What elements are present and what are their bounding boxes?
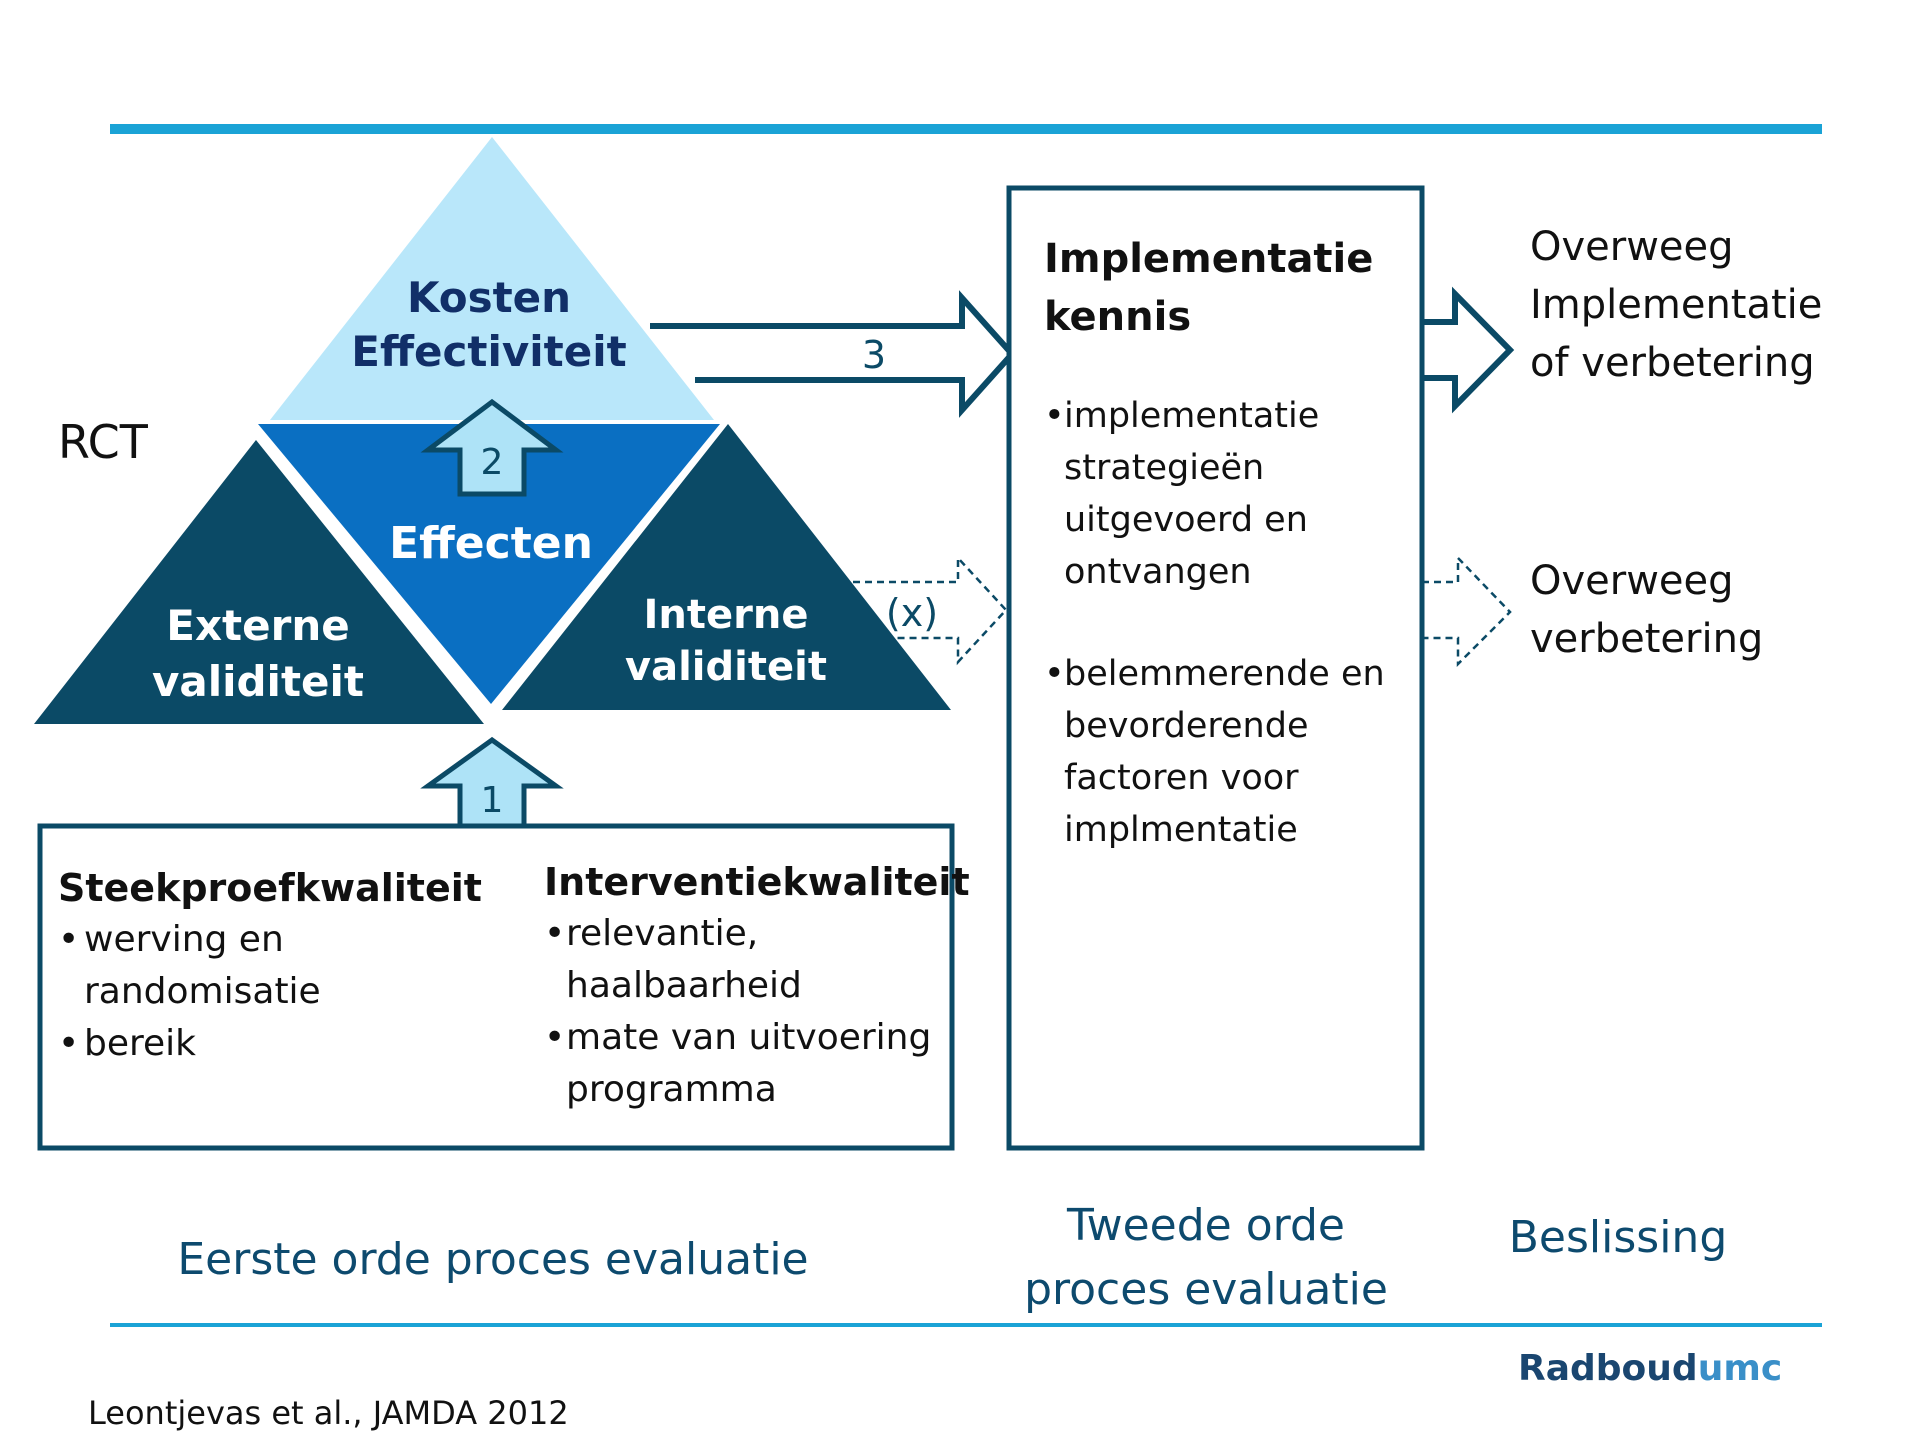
implementation-title-line: kennis <box>1044 294 1192 340</box>
sample-item-text: werving en randomisatie <box>84 919 321 1012</box>
intervention-quality-title: Interventiekwaliteit <box>544 860 970 904</box>
second-order-label-line1: Tweede orde <box>1066 1200 1345 1251</box>
sample-quality-block: Steekproefkwaliteit werving en randomisa… <box>58 862 528 1070</box>
first-order-label: Eerste orde proces evaluatie <box>177 1234 808 1285</box>
intervention-item: relevantie, haalbaarheid <box>544 908 948 1012</box>
second-order-label-line2: proces evaluatie <box>1024 1264 1388 1315</box>
top-label-line2: Effectiviteit <box>351 327 626 376</box>
right-label-line2: validiteit <box>625 644 827 690</box>
bottom-rule <box>110 1323 1822 1327</box>
top-label-line1: Kosten <box>407 273 571 322</box>
decision-label: Beslissing <box>1509 1212 1728 1263</box>
dashed-arrow-x-icon <box>853 554 1008 666</box>
center-label: Effecten <box>389 518 593 569</box>
decision-1-line3: of verbetering <box>1530 340 1815 386</box>
implementation-item-line: factoren voor <box>1064 758 1299 798</box>
implementation-item: implementatie strategieën uitgevoerd en … <box>1044 390 1414 598</box>
sample-item: werving en randomisatie <box>58 914 528 1018</box>
arrow-2-icon <box>420 398 564 497</box>
rct-label: RCT <box>58 415 149 469</box>
intervention-item-line: mate van uitvoering <box>566 1017 932 1058</box>
implementation-item-line: bevorderende <box>1064 706 1309 746</box>
sample-item: bereik <box>58 1018 528 1070</box>
radboudumc-logo: Radboudumc <box>1518 1348 1782 1389</box>
implementation-item-line: strategieën <box>1064 448 1265 488</box>
intervention-item-line: haalbaarheid <box>566 965 802 1006</box>
decision-1-line2: Implementatie <box>1530 282 1822 328</box>
implementation-item-line: implmentatie <box>1064 810 1298 850</box>
intervention-item-line: relevantie, <box>566 913 759 954</box>
left-label-line2: validiteit <box>152 657 364 706</box>
intervention-quality-block: Interventiekwaliteit relevantie, haalbaa… <box>544 856 970 1116</box>
decision-arrow-2-icon <box>1422 554 1512 668</box>
implementation-item: belemmerende en bevorderende factoren vo… <box>1044 648 1414 856</box>
logo-radboud: Radboud <box>1518 1348 1698 1389</box>
arrow-1-number: 1 <box>481 780 504 821</box>
sample-quality-list: werving en randomisatie bereik <box>58 914 528 1070</box>
left-label-line1: Externe <box>166 601 349 650</box>
implementation-item-line: uitgevoerd en <box>1064 500 1308 540</box>
decision-arrow-1-icon <box>1422 286 1515 414</box>
implementation-item-line: belemmerende en <box>1064 654 1385 694</box>
citation: Leontjevas et al., JAMDA 2012 <box>88 1394 569 1432</box>
implementation-title-line: Implementatie <box>1044 236 1374 282</box>
logo-umc: umc <box>1698 1348 1782 1389</box>
decision-1-line1: Overweeg <box>1530 224 1734 270</box>
arrow-2-number: 2 <box>481 442 504 483</box>
right-triangle <box>502 424 951 710</box>
intervention-item: mate van uitvoering programma <box>544 1012 948 1116</box>
decision-2-line2: verbetering <box>1530 616 1763 662</box>
sample-item-text: bereik <box>84 1023 197 1064</box>
intervention-quality-list: relevantie, haalbaarheid mate van uitvoe… <box>544 908 948 1116</box>
right-label-line1: Interne <box>644 592 809 638</box>
arrow-3-number: 3 <box>862 333 886 377</box>
implementation-item-line: implementatie <box>1064 396 1320 436</box>
implementation-list: implementatie strategieën uitgevoerd en … <box>1044 390 1414 856</box>
sample-quality-title: Steekproefkwaliteit <box>58 866 482 910</box>
dashed-arrow-x-label: (x) <box>886 591 938 635</box>
implementation-title: Implementatie kennis <box>1044 230 1414 346</box>
implementation-block: Implementatie kennis implementatie strat… <box>1044 230 1414 856</box>
top-triangle <box>270 137 714 420</box>
implementation-item-line: ontvangen <box>1064 552 1252 592</box>
decision-2-line1: Overweeg <box>1530 558 1734 604</box>
left-triangle <box>34 440 484 724</box>
intervention-item-line: programma <box>566 1069 777 1110</box>
arrow-3-icon <box>650 290 1017 418</box>
center-inverted-triangle <box>258 424 720 704</box>
top-rule <box>110 124 1822 134</box>
